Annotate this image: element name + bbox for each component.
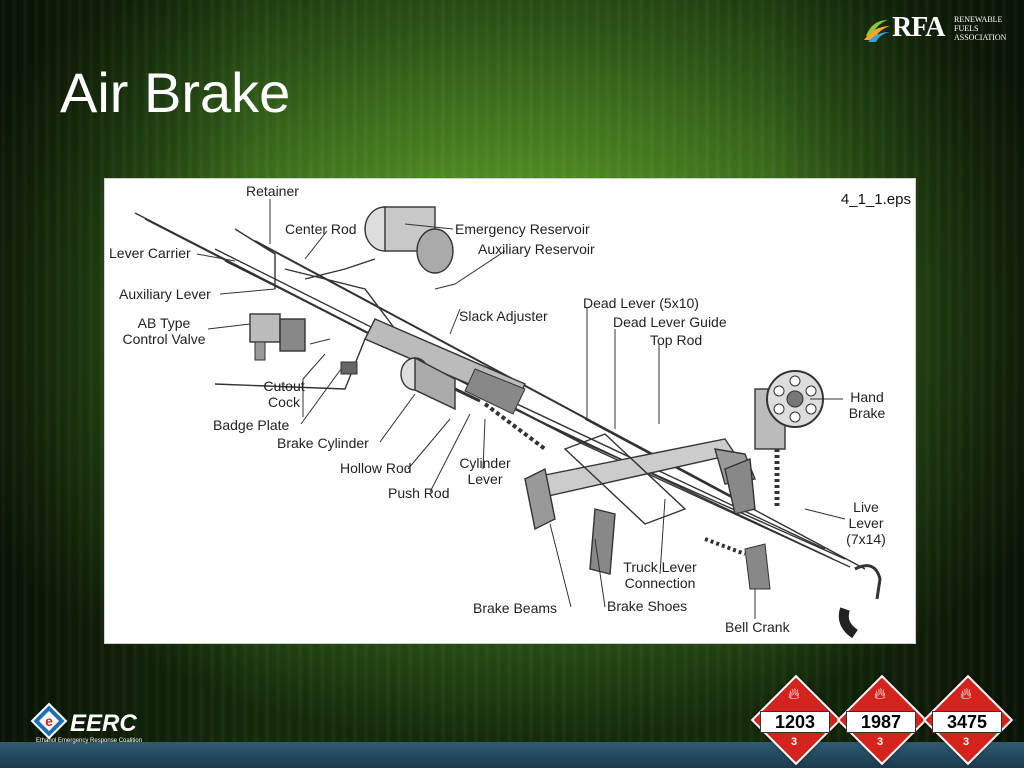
- label-cylinder-lever-line1: Cylinder: [459, 455, 511, 471]
- label-ab-type-control-valve: AB Type Control Valve: [119, 315, 209, 347]
- rfa-subtitle: RENEWABLE FUELS ASSOCIATION: [954, 15, 1006, 42]
- label-bell-crank: Bell Crank: [725, 619, 790, 635]
- brake-cylinder-shape: [400, 356, 481, 411]
- label-ab-type-line2: Control Valve: [122, 331, 206, 347]
- label-hand-brake: Hand Brake: [840, 389, 894, 421]
- slide-title: Air Brake: [60, 61, 291, 124]
- label-hand-brake-line1: Hand: [850, 389, 884, 405]
- label-auxiliary-lever: Auxiliary Lever: [119, 286, 211, 302]
- label-brake-beams: Brake Beams: [473, 600, 558, 616]
- label-emergency-reservoir: Emergency Reservoir: [455, 221, 590, 237]
- badge-plate-shape: [340, 361, 358, 375]
- flame-icon: 🔥︎: [874, 686, 886, 703]
- label-cylinder-lever: Cylinder Lever: [453, 455, 517, 487]
- rfa-line3: ASSOCIATION: [954, 33, 1007, 42]
- rfa-line2: FUELS: [954, 24, 979, 33]
- hand-brake-wheel: [754, 370, 824, 450]
- label-brake-cylinder: Brake Cylinder: [277, 435, 369, 451]
- placard-number: 1987: [846, 711, 916, 733]
- label-dead-lever: Dead Lever (5x10): [583, 295, 699, 311]
- slack-adjuster-shape: [364, 318, 526, 415]
- label-truck-lever-connection: Truck Lever Connection: [615, 559, 705, 591]
- placard-class: 3: [790, 736, 798, 748]
- label-top-rod: Top Rod: [650, 332, 703, 348]
- label-live-lever-line1: Live: [853, 499, 879, 515]
- emergency-reservoir-shape: [364, 206, 454, 274]
- air-brake-diagram: 4_1_1.eps Retainer Center Rod Emergency …: [104, 178, 916, 644]
- placard-class: 3: [876, 736, 884, 748]
- hazmat-placard-1: 🔥︎ 1203 3: [750, 674, 842, 766]
- placard-number: 3475: [932, 711, 1002, 733]
- label-cutout-line2: Cock: [268, 394, 300, 410]
- label-cutout-line1: Cutout: [263, 378, 305, 394]
- label-slack-adjuster: Slack Adjuster: [459, 308, 548, 324]
- control-valve-shape: [249, 313, 306, 361]
- rfa-wordmark: RFA: [892, 12, 945, 43]
- placard-number: 1203: [760, 711, 830, 733]
- label-center-rod: Center Rod: [285, 221, 357, 237]
- label-hand-brake-line2: Brake: [848, 405, 886, 421]
- brake-beams-shape: [523, 433, 756, 575]
- label-push-rod: Push Rod: [388, 485, 450, 501]
- eerc-wordmark: EERC: [70, 710, 137, 737]
- footer-bar: [0, 742, 1024, 768]
- label-badge-plate: Badge Plate: [213, 417, 290, 433]
- label-truck-lever-line2: Connection: [624, 575, 696, 591]
- rfa-logo: RFA RENEWABLE FUELS ASSOCIATION: [862, 12, 1012, 46]
- hazmat-placard-2: 🔥︎ 1987 3: [836, 674, 928, 766]
- diagram-drawing: [134, 199, 882, 639]
- label-lever-carrier: Lever Carrier: [109, 245, 191, 261]
- label-live-lever: Live Lever (7x14): [841, 499, 891, 547]
- leader-lines: [196, 199, 846, 619]
- label-cylinder-lever-line2: Lever: [467, 471, 503, 487]
- flame-icon: 🔥︎: [960, 686, 972, 703]
- label-cutout-cock: Cutout Cock: [257, 378, 311, 410]
- air-hose-shape: [838, 564, 882, 639]
- placard-class: 3: [962, 736, 970, 748]
- eerc-subtitle: Ethanol Emergency Response Coalition: [36, 738, 143, 744]
- eerc-logo: e EERC Ethanol Emergency Response Coalit…: [30, 698, 150, 750]
- label-ab-type-line1: AB Type: [137, 315, 191, 331]
- label-truck-lever-line1: Truck Lever: [623, 559, 697, 575]
- label-auxiliary-reservoir: Auxiliary Reservoir: [478, 241, 595, 257]
- label-dead-lever-guide: Dead Lever Guide: [613, 314, 727, 330]
- rfa-swoosh-icon: [864, 20, 890, 42]
- eerc-diamond-icon: e: [30, 702, 68, 740]
- label-live-lever-line3: (7x14): [846, 531, 886, 547]
- rfa-line1: RENEWABLE: [954, 15, 1003, 24]
- diagram-file-label: 4_1_1.eps: [840, 191, 911, 208]
- bell-crank-shape: [704, 537, 771, 590]
- label-hollow-rod: Hollow Rod: [340, 460, 412, 476]
- flame-icon: 🔥︎: [788, 686, 800, 703]
- label-brake-shoes: Brake Shoes: [607, 598, 688, 614]
- label-live-lever-line2: Lever: [848, 515, 884, 531]
- svg-text:e: e: [45, 713, 53, 729]
- hazmat-placard-3: 🔥︎ 3475 3: [922, 674, 1014, 766]
- push-rod-chain: [483, 402, 547, 451]
- label-retainer: Retainer: [246, 183, 299, 199]
